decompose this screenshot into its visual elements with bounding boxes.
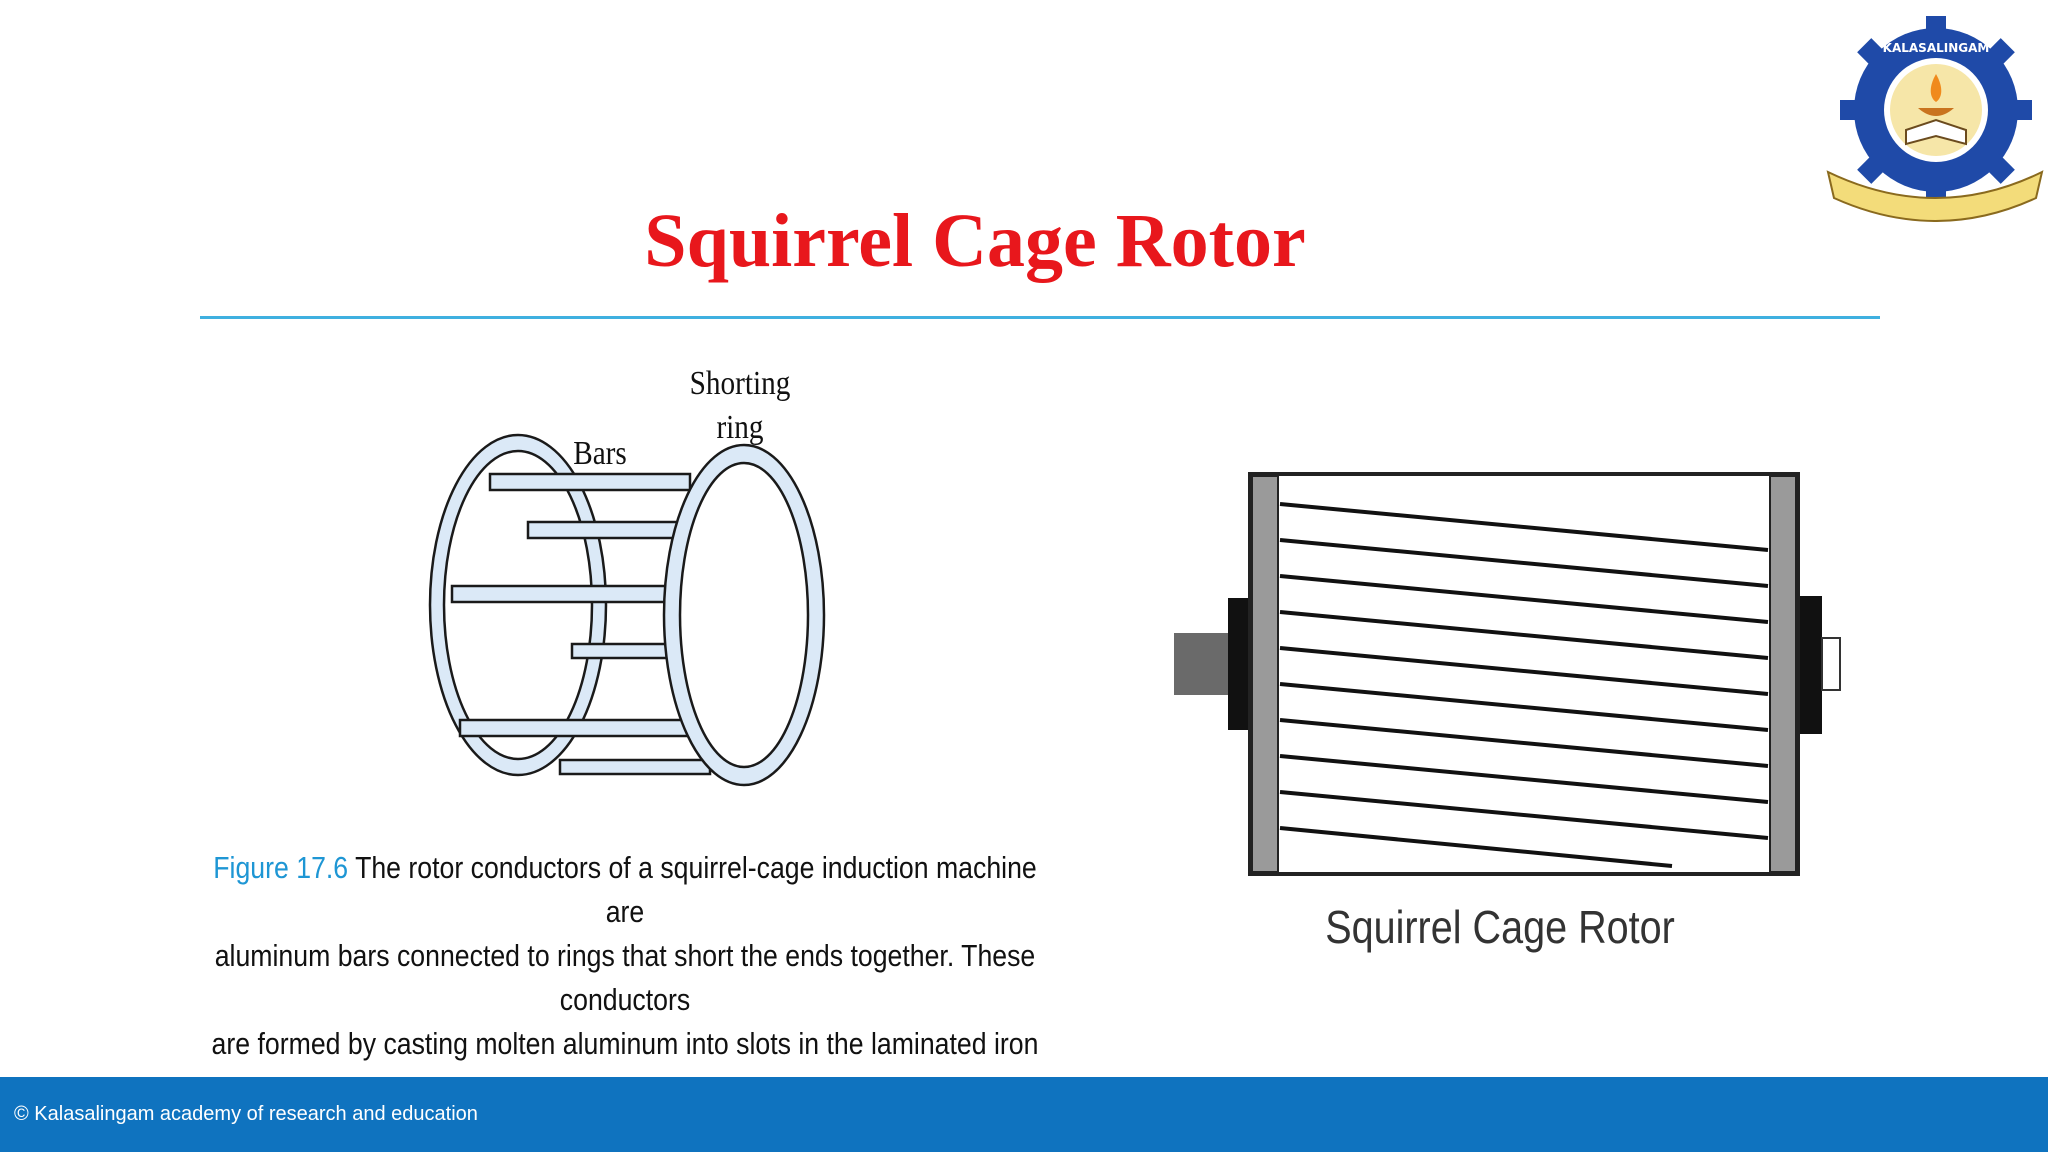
cage-bar [558, 758, 712, 776]
cage-bar [450, 584, 694, 604]
figure-caption: Figure 17.6 The rotor conductors of a sq… [208, 846, 1042, 1110]
rotor-caption: Squirrel Cage Rotor [1325, 901, 1675, 953]
caption-line-1: The rotor conductors of a squirrel-cage … [355, 850, 1037, 929]
caption-line-3: are formed by casting molten aluminum in… [211, 1026, 1039, 1105]
logo-org-text: KALASALINGAM [1883, 41, 1990, 55]
end-ring-right [1769, 475, 1797, 873]
figure-number: Figure 17.6 [213, 850, 349, 885]
lamp-icon [1905, 74, 1967, 146]
shorting-ring-label-line2: ring [716, 409, 764, 446]
shorting-ring-label-line1: Shorting [689, 365, 791, 402]
footer-copyright: © Kalasalingam academy of research and e… [14, 1103, 478, 1125]
shaft-left [1174, 633, 1234, 695]
cage-diagram [400, 350, 850, 820]
end-ring-left [1251, 475, 1279, 873]
title-divider [200, 316, 1880, 319]
logo-banner [1826, 170, 2044, 222]
institution-logo: KALASALINGAM [1822, 12, 2048, 222]
rotor-illustration [1172, 468, 1848, 878]
cage-bar [488, 472, 692, 492]
bars-label: Bars [573, 435, 627, 472]
slide-title: Squirrel Cage Rotor [644, 199, 1306, 283]
caption-line-2: aluminum bars connected to rings that sh… [214, 938, 1036, 1017]
cage-bar [458, 718, 694, 738]
rotor-body [1248, 472, 1800, 876]
footer-bar: © Kalasalingam academy of research and e… [0, 1077, 2048, 1152]
